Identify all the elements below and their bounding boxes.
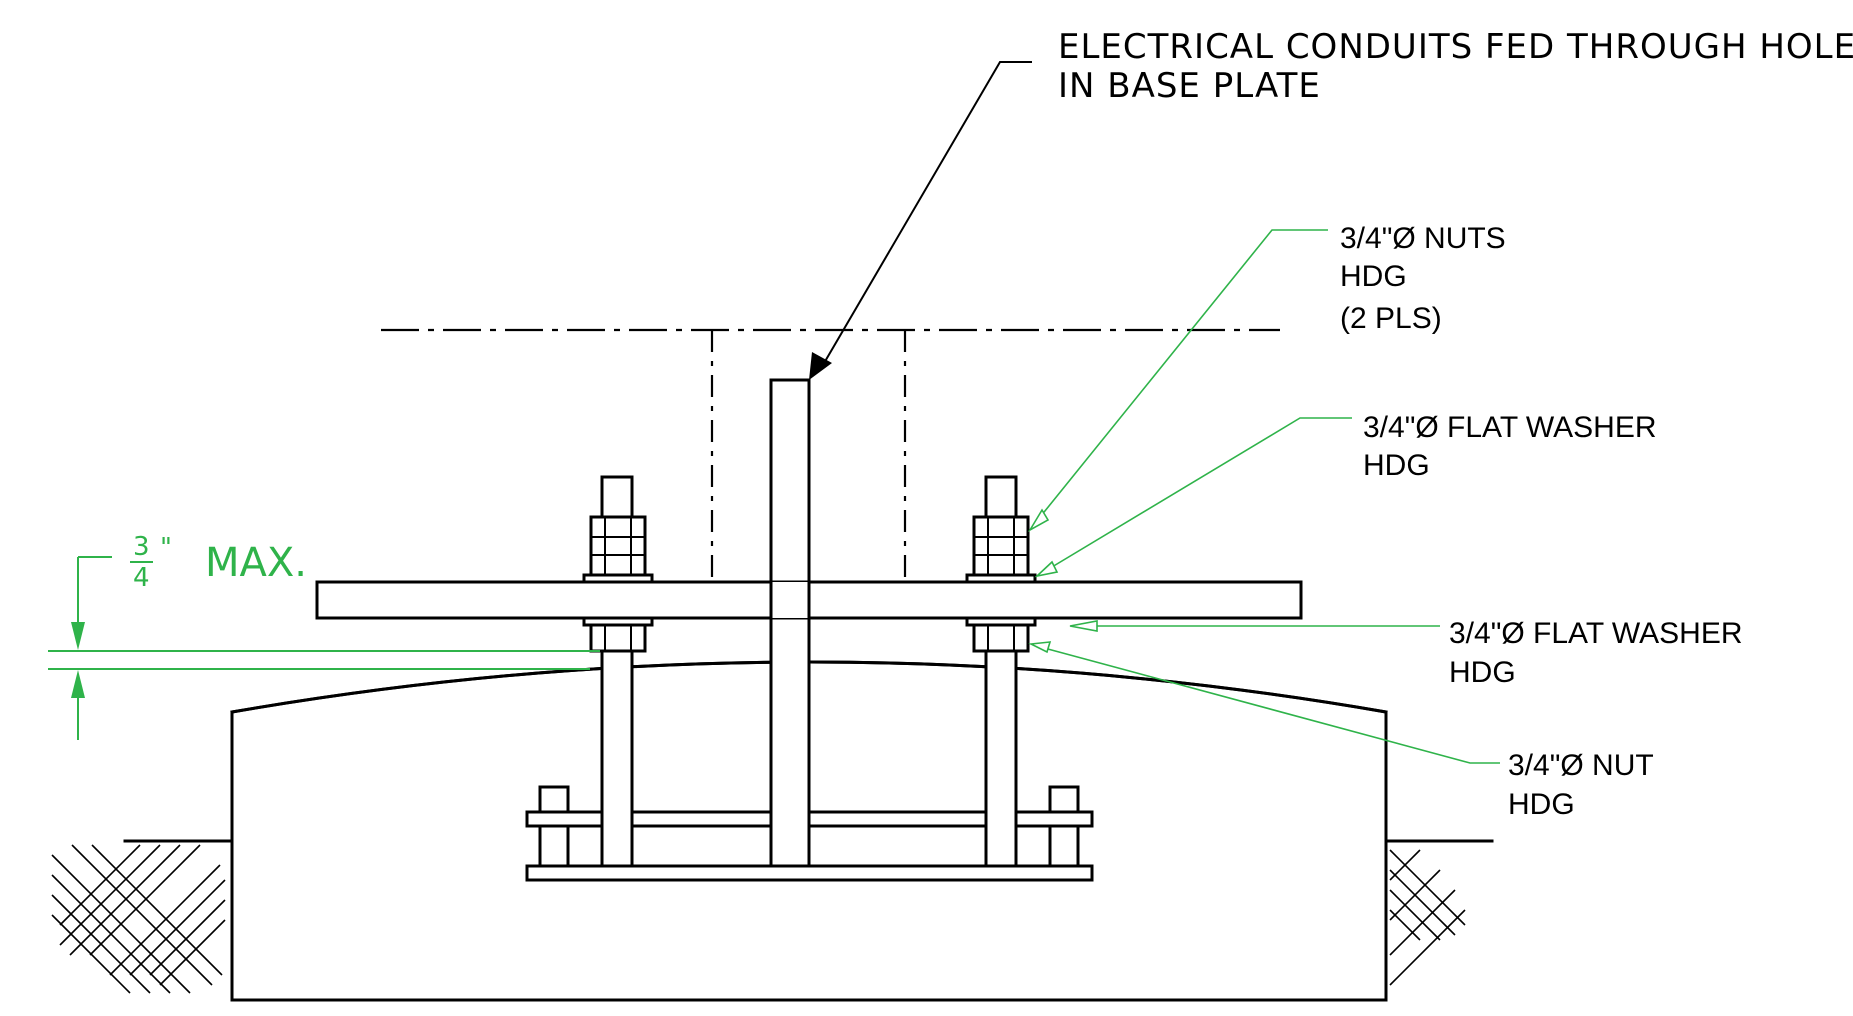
base-plate (315, 580, 1303, 620)
pole-outline-phantom (381, 328, 1280, 582)
bottom-nut-label-2: HDG (1508, 788, 1575, 821)
top-nuts-label-3: (2 PLS) (1340, 302, 1442, 335)
bottom-nut-label-1: 3/4"Ø NUT (1508, 749, 1654, 782)
bottom-washer-label-2: HDG (1449, 656, 1516, 689)
top-nut-right (972, 515, 1030, 577)
top-washer-left (582, 573, 654, 584)
top-washer-leader (1034, 417, 1352, 578)
dimension-inch-mark: " (160, 533, 172, 563)
bottom-washer-leader (1069, 620, 1440, 632)
dimension-numerator: 3 (133, 532, 150, 562)
bottom-nut-right (972, 623, 1030, 653)
top-nuts-label-2: HDG (1340, 260, 1407, 293)
top-nuts-leader (1027, 229, 1328, 533)
conduit-callout-line2: IN BASE PLATE (1058, 66, 1321, 106)
electrical-conduit (769, 378, 811, 868)
ground-hatch-right (1384, 839, 1494, 986)
top-washer-label-1: 3/4"Ø FLAT WASHER (1363, 411, 1657, 444)
clearance-dimension (48, 556, 600, 740)
top-washer-label-2: HDG (1363, 449, 1430, 482)
bottom-washer-label-1: 3/4"Ø FLAT WASHER (1449, 617, 1743, 650)
top-nuts-label-1: 3/4"Ø NUTS (1340, 222, 1506, 255)
conduit-leader (809, 61, 1032, 380)
top-washer-right (965, 573, 1037, 584)
bottom-nut-leader (1028, 641, 1500, 764)
bottom-nut-left (589, 623, 647, 653)
top-nut-left (589, 515, 647, 577)
conduit-callout-line1: ELECTRICAL CONDUITS FED THROUGH HOLE (1058, 27, 1853, 67)
ground-hatch-left (51, 839, 234, 994)
dimension-denominator: 4 (133, 563, 150, 593)
dimension-suffix: MAX. (205, 540, 307, 586)
